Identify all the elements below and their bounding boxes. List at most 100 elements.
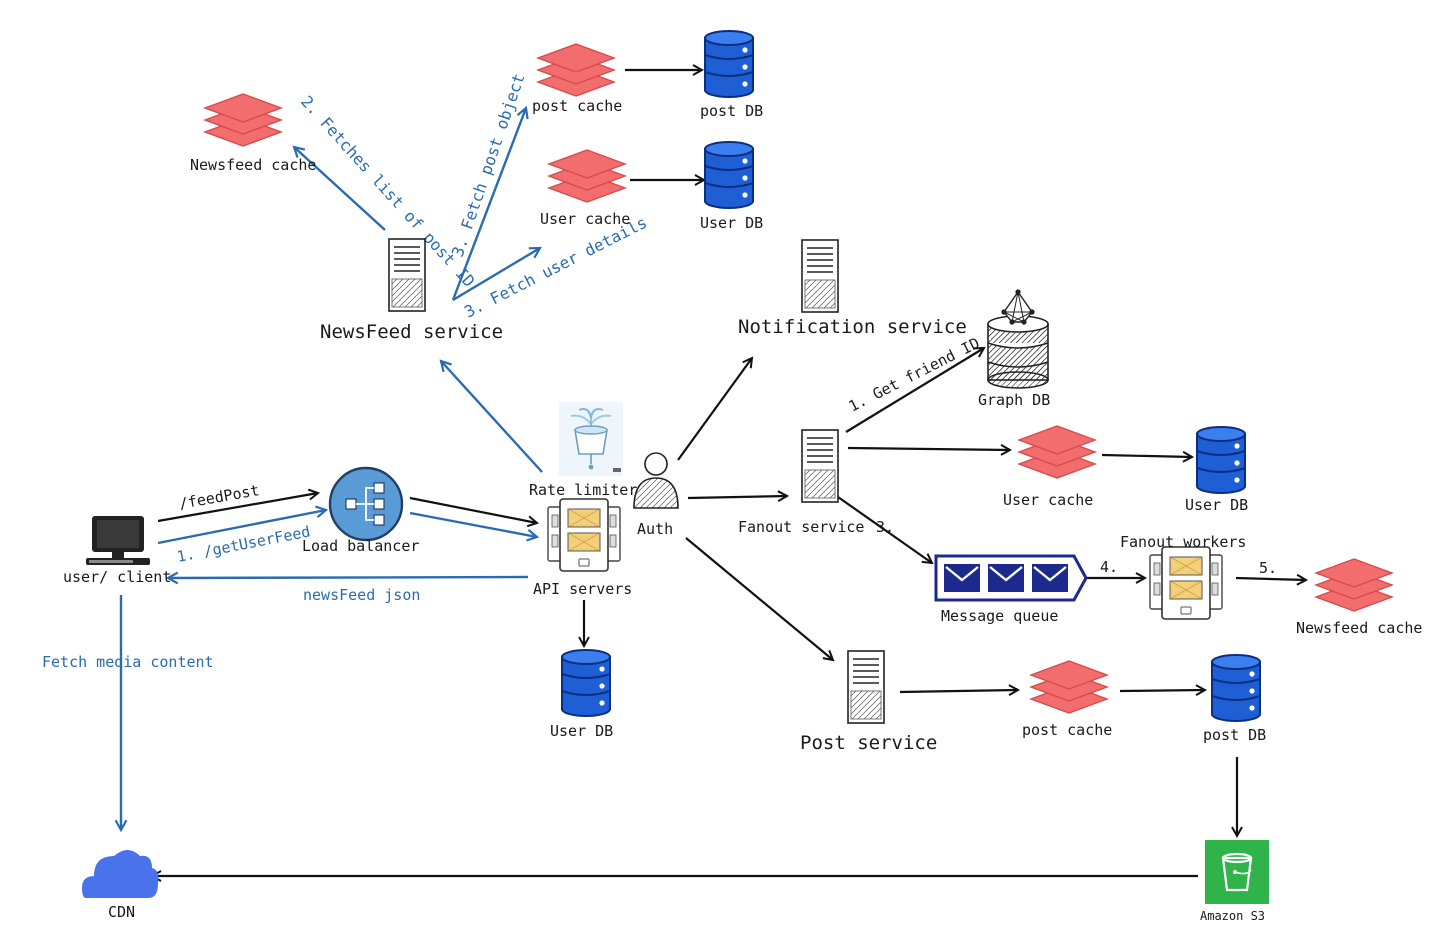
api-servers-node: API servers [533,498,632,598]
user-cache-mid-node: User cache [1003,425,1096,509]
cdn-node: CDN [82,850,159,921]
edges [121,70,1306,876]
load-balancer-label: Load balancer [302,537,419,555]
api-servers-label: API servers [533,580,632,598]
user-icon [633,452,679,509]
edge-workers-newsfeedcache [1235,578,1306,580]
post-service-node: Post service [800,650,937,754]
label-step-4: 4. [1100,558,1118,576]
load-balancer-node: Load balancer [302,466,419,555]
database-icon [704,30,754,98]
post-cache-top-node: post cache [532,43,622,115]
label-get-user-feed: 1. /getUserFeed [175,522,311,566]
edge-auth-notification [677,358,752,461]
server-icon [801,239,839,313]
graph-db-label: Graph DB [978,391,1050,409]
edge-auth-postservice [685,537,833,660]
server-icon [847,650,885,724]
cache-icon [1030,660,1108,714]
edge-postcache-postdb-bottom [1119,690,1205,691]
message-queue-icon [934,554,1088,602]
edge-usercache-userdb-mid [1101,455,1192,457]
post-db-bottom-label: post DB [1203,726,1266,744]
database-icon [704,141,754,209]
user-db-mid-node: User DB [1185,426,1248,514]
label-get-friend-id: 1. Get friend ID [846,334,983,416]
load-balancer-icon [328,466,404,542]
fanout-service-node: Fanout service [738,429,864,536]
message-queue-label: Message queue [941,607,1058,625]
edge-lb-api-blue [409,511,537,537]
user-db-mid-label: User DB [1185,496,1248,514]
notification-service-node: Notification service [738,239,967,338]
post-cache-bottom-label: post cache [1022,721,1112,739]
user-client-label: user/ client [63,568,171,586]
newsfeed-cache-right-node: Newsfeed cache [1296,558,1422,637]
label-fetches-post-ids: 2. Fetches list of post ID [297,92,479,291]
edge-api-newsfeed-service [441,361,543,473]
cdn-label: CDN [108,903,135,921]
edge-fanout-graphdb [845,348,984,433]
cache-icon [1018,425,1096,479]
fanout-workers-label: Fanout workers [1120,533,1246,551]
server-group-icon [547,498,621,572]
database-icon [1196,426,1246,494]
cache-icon [1315,558,1393,612]
newsfeed-service-label: NewsFeed service [320,321,503,343]
user-cache-mid-label: User cache [1003,491,1093,509]
cache-icon [537,43,615,97]
auth-label: Auth [637,520,673,538]
cache-icon [204,93,282,147]
computer-icon [86,516,150,565]
edge-postservice-postcache [899,690,1018,692]
newsfeed-service-node: NewsFeed service [320,238,503,343]
edge-nfs-newsfeed-cache [294,147,386,231]
s3-bucket-icon [1205,840,1269,904]
label-step-3: 3. [876,518,894,536]
amazon-s3-label: Amazon S3 [1200,909,1265,923]
user-cache-top-label: User cache [540,210,630,228]
label-feed-post: /feedPost [178,481,261,513]
server-icon [801,429,839,503]
newsfeed-cache-top-label: Newsfeed cache [190,156,316,174]
database-icon [561,649,611,717]
newsfeed-cache-right-label: Newsfeed cache [1296,619,1422,637]
bucket-icon [559,402,623,476]
post-cache-top-label: post cache [532,97,622,115]
edge-fanout-queue [837,496,932,563]
cloud-icon [82,850,159,898]
user-db-top-label: User DB [700,214,763,232]
rate-limiter-node: Rate limiter [529,402,637,499]
edge-auth-fanout [687,496,787,498]
edge-client-lb-getuserfeed [157,510,326,545]
post-db-top-label: post DB [700,102,763,120]
cache-icon [548,149,626,203]
fanout-service-label: Fanout service [738,518,864,536]
user-db-bottom-label: User DB [550,722,613,740]
user-db-bottom-node: User DB [550,649,613,740]
post-db-bottom-node: post DB [1203,654,1266,744]
amazon-s3-node: Amazon S3 [1200,840,1269,923]
post-service-label: Post service [800,732,937,754]
edge-nfs-user-cache [452,248,540,302]
fanout-workers-node: Fanout workers [1120,533,1246,620]
rate-limiter-label: Rate limiter [529,481,637,499]
label-step-5: 5. [1259,559,1277,577]
server-group-icon [1149,546,1223,620]
newsfeed-cache-top-node: Newsfeed cache [190,93,316,174]
graph-database-icon [987,289,1049,389]
user-client-node: user/ client [63,516,171,586]
post-cache-bottom-node: post cache [1022,660,1112,739]
edge-client-lb-feedpost [157,493,318,523]
database-icon [1211,654,1261,722]
label-fetch-post-object: 3. Fetch post object [448,71,529,259]
label-newsfeed-json: newsFeed json [303,586,420,604]
auth-node: Auth [633,452,679,538]
graph-db-node: Graph DB [978,289,1050,409]
edge-fanout-usercache [847,448,1010,450]
edge-nfs-post-cache [451,108,526,301]
label-fetch-user-details: 3. Fetch user details [461,213,650,322]
edge-lb-api-black [409,496,537,523]
label-fetch-media: Fetch media content [42,653,214,671]
